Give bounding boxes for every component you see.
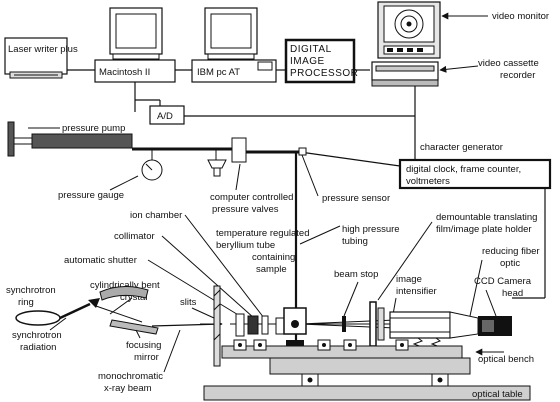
monochromatic-label-line1: monochromatic [98, 371, 163, 382]
clock-label-line2: voltmeters [406, 176, 450, 187]
table-feet [301, 373, 449, 387]
macintosh-label: Macintosh II [99, 67, 150, 78]
laser-writer-label: Laser writer plus [8, 44, 78, 55]
pump-mount-plate [7, 121, 15, 157]
valves-label-line1: computer controlled [210, 192, 293, 203]
vcr-label-line2: recorder [500, 70, 535, 81]
vcr-label-line1: video cassette [478, 58, 539, 69]
tubing-label-line1: high pressure [342, 224, 400, 235]
digital-image-processor: DIGITAL IMAGE PROCESSOR [284, 38, 358, 84]
a-d-converter: A/D [149, 105, 185, 125]
beryllium-label-line3: containing [252, 252, 295, 263]
slit-stand [213, 285, 221, 367]
automatic-shutter-label: automatic shutter [64, 255, 137, 266]
ion-chamber-label: ion chamber [130, 210, 182, 221]
pressure-sensor [298, 147, 307, 156]
pressure-pump [31, 133, 133, 149]
image-intensifier [389, 311, 451, 339]
clock-label-line1: digital clock, frame counter, [406, 164, 521, 175]
processor-label-line3: PROCESSOR [290, 68, 358, 79]
fiber-optic-label-line1: reducing fiber [482, 246, 540, 257]
optical-bench-base [269, 357, 471, 375]
beryllium-label-line4: sample [256, 264, 287, 275]
collimator-label: collimator [114, 231, 155, 242]
synchrotron-ring [15, 310, 61, 326]
focusing-mirror [109, 319, 159, 335]
processor-label-line2: IMAGE [290, 56, 325, 67]
ibm-pc-at: IBM pc AT [191, 7, 277, 83]
pressure-valves [206, 137, 247, 177]
crystal-label-line2: crystal [120, 292, 147, 303]
beryllium-label-line1: temperature regulated [216, 228, 309, 239]
bent-crystal [99, 286, 149, 301]
beam-stop-label: beam stop [334, 269, 378, 280]
plate-holder-label-line1: demountable translating [436, 212, 537, 223]
monochromatic-label-line2: x-ray beam [104, 383, 152, 394]
laser-writer: Laser writer plus [4, 37, 78, 79]
video-monitor [377, 1, 441, 59]
focusing-mirror-label-line1: focusing [126, 340, 161, 351]
sample-mount [286, 340, 304, 348]
processor-label-line1: DIGITAL [290, 44, 332, 55]
pressure-gauge-label: pressure gauge [58, 190, 124, 201]
bench-clamps [233, 339, 409, 351]
image-intensifier-label-line2: intensifier [396, 286, 437, 297]
fiber-optic-label-line2: optic [500, 258, 520, 269]
image-intensifier-label-line1: image [396, 274, 422, 285]
valves-label-line2: pressure valves [212, 204, 279, 215]
pressure-pump-label: pressure pump [62, 123, 125, 134]
plate-holder [369, 301, 377, 347]
ion-chamber [261, 315, 269, 335]
pressure-sensor-label: pressure sensor [322, 193, 390, 204]
automatic-shutter [235, 313, 245, 337]
vcr-pointer [439, 65, 479, 73]
beam-stop [342, 316, 346, 332]
ccd-label-line1: CCD Camera [474, 276, 532, 287]
focusing-mirror-label-line2: mirror [134, 352, 159, 363]
macintosh-ii: Macintosh II [94, 7, 176, 83]
synchrotron-radiation-label-line1: synchrotron [12, 330, 62, 341]
ccd-label-line2: head [502, 288, 523, 299]
optical-table [203, 385, 531, 401]
digital-clock-box: digital clock, frame counter, voltmeters [398, 158, 552, 190]
video-cassette-recorder [371, 61, 439, 87]
pump-piston-rod [13, 137, 33, 145]
plate-holder-label-line2: film/image plate holder [436, 224, 532, 235]
slits-label: slits [180, 297, 197, 308]
collimator [247, 315, 259, 335]
beryllium-label-line2: beryllium tube [216, 240, 275, 251]
a-d-label: A/D [157, 111, 173, 122]
sample [291, 320, 299, 328]
crystal-label-line1: cylindrically bent [90, 280, 160, 291]
tubing-label-line2: tubing [342, 236, 368, 247]
reducing-fiber-optic [449, 311, 479, 339]
optical-table-label: optical table [472, 389, 523, 400]
synchrotron-ring-label-line1: synchrotron [6, 285, 56, 296]
character-generator-label: character generator [420, 142, 503, 153]
optical-bench-label: optical bench [478, 354, 534, 365]
video-monitor-label: video monitor [492, 11, 549, 22]
synchrotron-ring-label-line2: ring [18, 297, 34, 308]
ibm-label: IBM pc AT [197, 67, 240, 78]
synchrotron-radiation-label-line2: radiation [20, 342, 56, 353]
